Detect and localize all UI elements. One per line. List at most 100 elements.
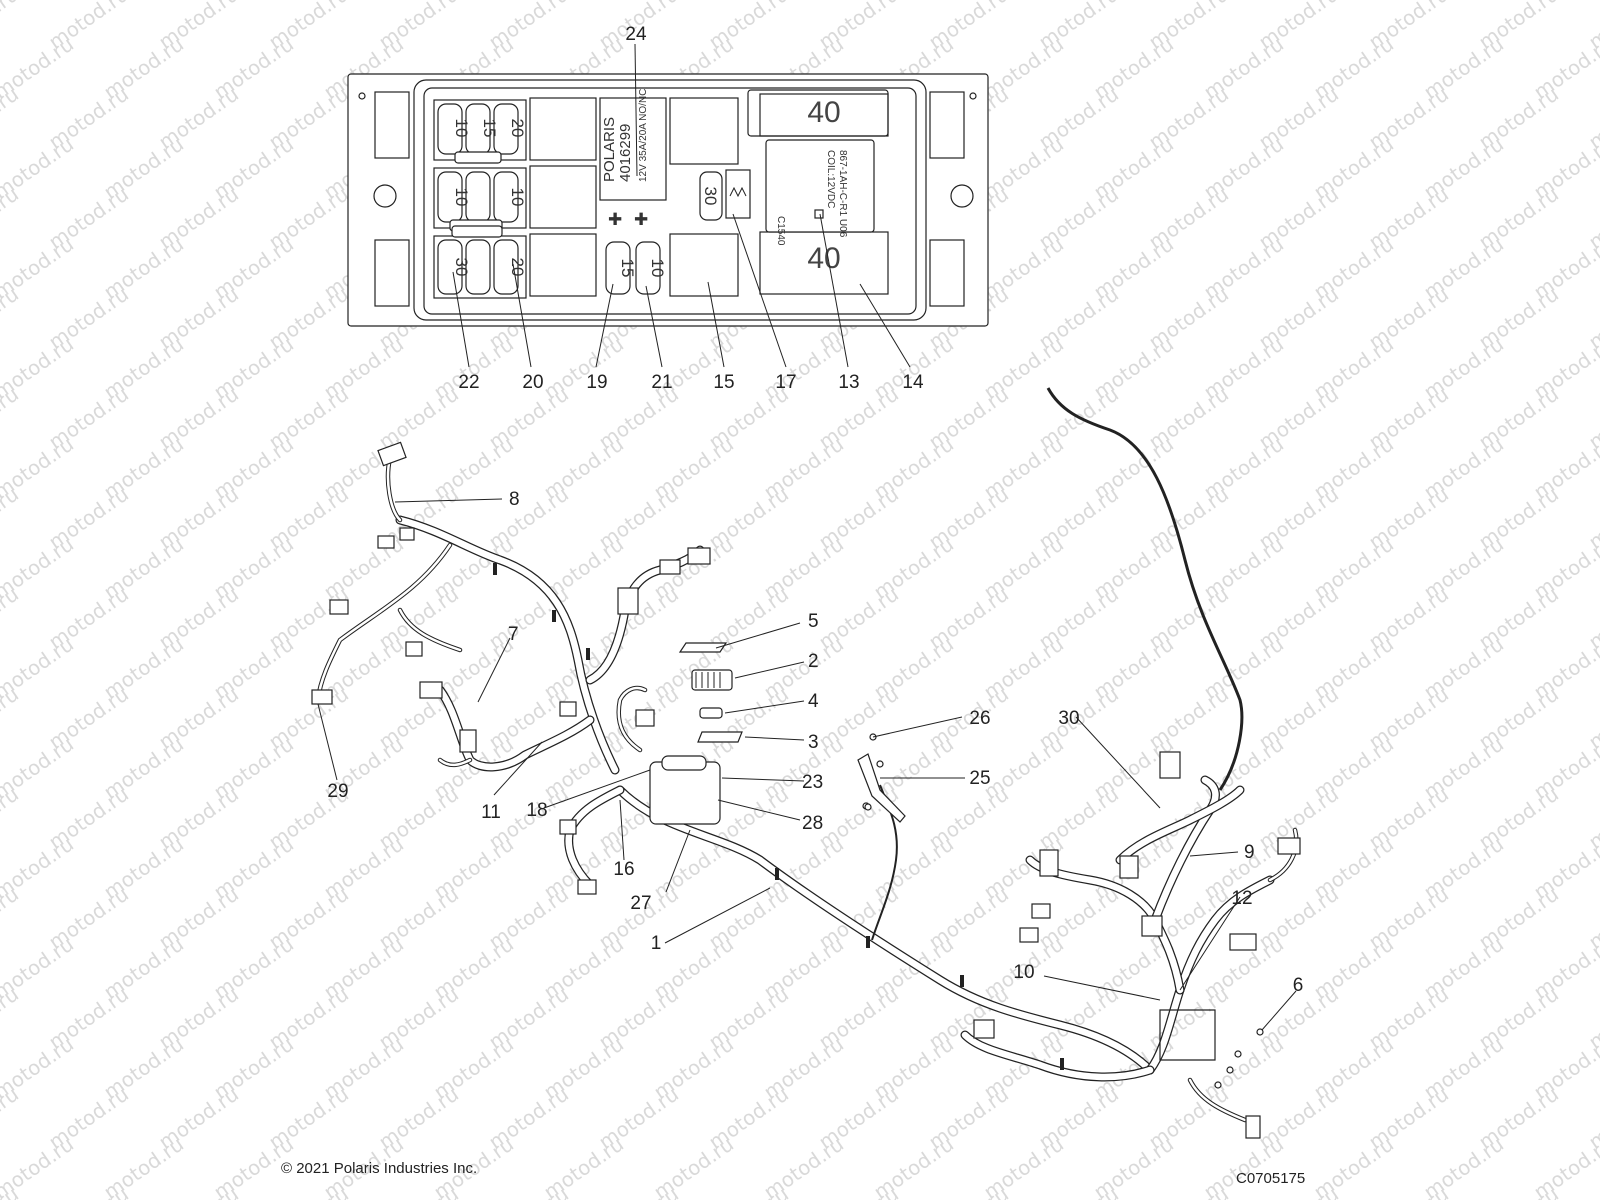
callout-12: 12: [1231, 888, 1252, 909]
plus-terminal-icon: ✚: [608, 210, 622, 229]
watermark-text: motod.ru: [1034, 1182, 1123, 1200]
fuse-box: 10 15 20 10 10 30 20 POLARIS 4016299 12V…: [347, 73, 989, 327]
watermark-text: motod.ru: [0, 582, 23, 654]
callout-20: 20: [522, 372, 543, 393]
fuse-grid-left: 10 15 20 10 10 30 20: [433, 99, 527, 299]
watermark-text: motod.ru: [484, 1182, 573, 1200]
fuse-label: 30: [452, 258, 471, 277]
callout-26: 26: [969, 708, 990, 729]
callout-4: 4: [808, 691, 819, 712]
callout-1: 1: [651, 933, 662, 954]
fuse-label: 10: [452, 188, 471, 207]
callout-18: 18: [526, 800, 547, 821]
relay-small: [529, 97, 597, 161]
callout-7: 7: [508, 624, 519, 645]
watermark-text: motod.ru: [0, 1082, 23, 1154]
bracket: [857, 753, 906, 823]
callout-8: 8: [509, 489, 520, 510]
callout-14: 14: [902, 372, 924, 393]
callout-17: 17: [775, 372, 796, 393]
fuse-label: 10: [452, 119, 471, 138]
relay-code: C1540: [775, 216, 786, 246]
plus-terminal-icon: ✚: [634, 210, 648, 229]
callout-22: 22: [458, 372, 479, 393]
harness-fuse-module: [649, 761, 721, 825]
watermark-text: motod.ru: [1474, 1182, 1563, 1200]
relay-small: [529, 233, 597, 297]
large-relay-bottom: 40: [759, 231, 889, 295]
watermark-text: motod.ru: [924, 1182, 1013, 1200]
fuse-puller-4: [699, 707, 723, 719]
callout-30: 30: [1058, 708, 1079, 729]
zigzag-icon: [729, 186, 747, 198]
copyright: © 2021 Polaris Industries Inc.: [281, 1160, 478, 1177]
screw-icon: [1226, 1066, 1234, 1074]
screw-icon: [864, 803, 872, 811]
relay-small: [529, 165, 597, 229]
screw-icon: [1234, 1050, 1242, 1058]
relay-cover-2: [691, 669, 733, 691]
main-relay: 867-1AH-C-R1 U06 COIL:12VDC C1540: [765, 139, 875, 246]
fuse-grid-mid: 15 10 30: [605, 171, 723, 295]
callout-25: 25: [969, 768, 990, 789]
label-5: [678, 642, 728, 653]
relay-coil: COIL:12VDC: [825, 150, 836, 208]
watermark-text: motod.ru: [0, 882, 23, 954]
fuse-label: 20: [508, 119, 527, 138]
callout-10: 10: [1013, 962, 1034, 983]
fuse-label: 20: [508, 258, 527, 277]
callout-11: 11: [481, 802, 501, 823]
watermark-text: motod.ru: [0, 682, 23, 754]
watermark-text: motod.ru: [0, 82, 23, 154]
fuse-label: 30: [701, 187, 720, 206]
relay-small: [669, 233, 739, 297]
watermark-text: motod.ru: [0, 0, 23, 54]
callout-21: 21: [651, 372, 672, 393]
watermark-text: motod.ru: [0, 282, 23, 354]
relay-brand: POLARIS: [601, 117, 618, 182]
polaris-relay: POLARIS 4016299 12V 35A/20A NO/NC: [599, 89, 667, 201]
harness-connectors: [311, 441, 1301, 1139]
callout-16: 16: [613, 859, 634, 880]
watermark-text: motod.ru: [594, 1182, 683, 1200]
callout-3: 3: [808, 732, 819, 753]
callout-19: 19: [586, 372, 607, 393]
callout-28: 28: [802, 813, 823, 834]
relay-rating: 40: [807, 242, 840, 275]
callout-29: 29: [327, 781, 348, 802]
watermark-text: motod.ru: [0, 482, 23, 554]
relay-model: 867-1AH-C-R1 U06: [837, 150, 848, 238]
callout-15: 15: [713, 372, 734, 393]
callout-6: 6: [1293, 975, 1304, 996]
watermark-text: motod.ru: [1584, 1182, 1600, 1200]
label-3: [697, 731, 743, 743]
callout-9: 9: [1244, 842, 1255, 863]
watermark-text: motod.ru: [1364, 1182, 1453, 1200]
watermark-text: motod.ru: [0, 782, 23, 854]
fuse-label: 10: [648, 259, 667, 278]
relay-spec: 12V 35A/20A NO/NC: [638, 89, 649, 182]
watermark-text: motod.ru: [264, 1182, 353, 1200]
relay-small: [669, 97, 739, 165]
screw-icon: [1214, 1081, 1222, 1089]
callout-2: 2: [808, 651, 819, 672]
relay-part-number: 4016299: [617, 124, 634, 182]
watermark-text: motod.ru: [374, 1182, 463, 1200]
watermark-text: motod.ru: [0, 382, 23, 454]
watermark-text: motod.ru: [0, 182, 23, 254]
callout-23: 23: [802, 772, 823, 793]
watermark-text: motod.ru: [0, 982, 23, 1054]
harness-leaders: [317, 498, 1297, 1031]
watermark-text: motod.ru: [154, 1182, 243, 1200]
figure-code: C0705175: [1236, 1170, 1306, 1187]
large-relay-top: 40: [747, 89, 889, 137]
fusebox-leaders: [452, 43, 911, 368]
fuse-label: 10: [508, 188, 527, 207]
watermark-text: motod.ru: [814, 1182, 903, 1200]
fuse-label: 15: [618, 259, 637, 278]
callout-27: 27: [630, 893, 651, 914]
fuse-label: 15: [480, 119, 499, 138]
relay-rating: 40: [807, 96, 840, 129]
watermark-text: motod.ru: [44, 1182, 133, 1200]
